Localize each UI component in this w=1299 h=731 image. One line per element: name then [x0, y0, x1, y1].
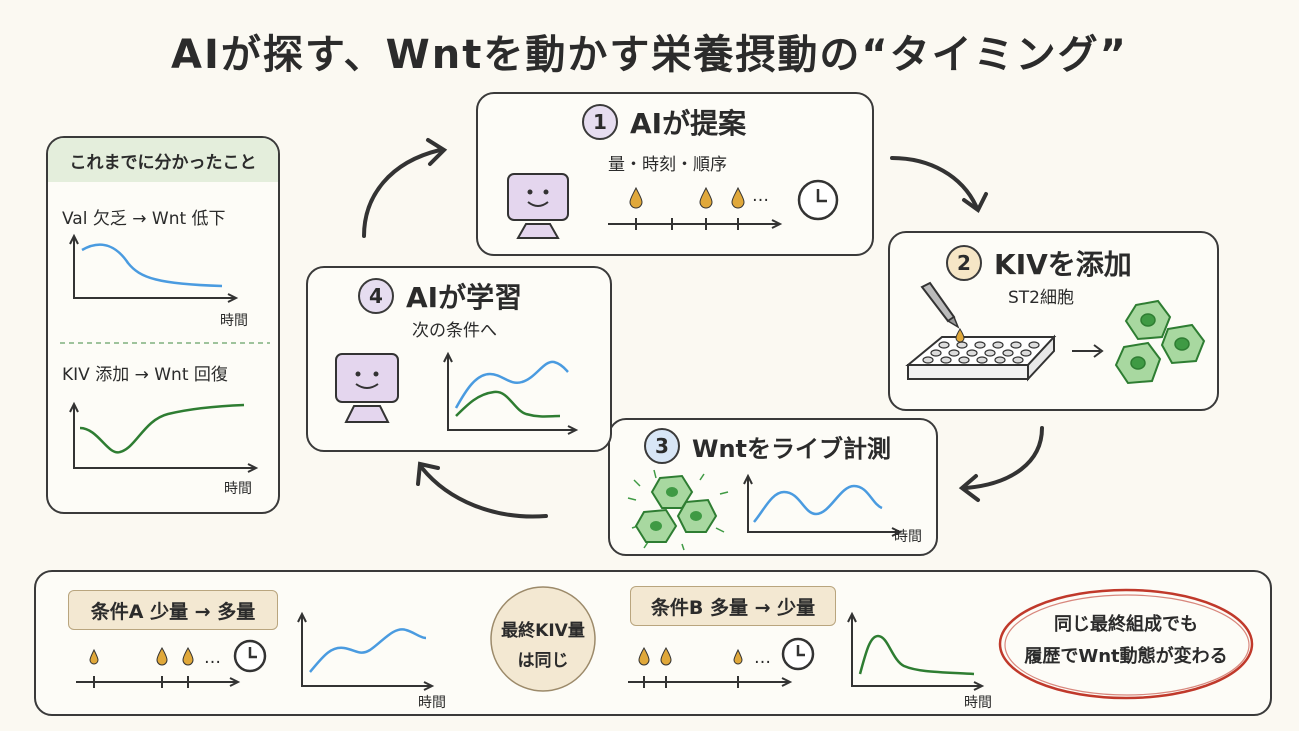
drop-icon [955, 328, 965, 343]
condition-a-chart [297, 611, 435, 691]
finding-val: Val 欠乏 → Wnt 低下 [62, 209, 226, 229]
step1-title: AIが提案 [630, 107, 747, 140]
condition-a-dots: … [204, 648, 221, 668]
step2-subtitle: ST2細胞 [1008, 288, 1074, 308]
step2-number: 2 [946, 245, 982, 281]
wnt-live-chart [743, 473, 903, 537]
computer-icon [507, 173, 569, 239]
center-circle [490, 586, 596, 692]
step2-title: KIVを添加 [994, 248, 1132, 281]
st2-cells-icon [1114, 299, 1206, 385]
axis-label-time: 時間 [418, 695, 446, 711]
axis-label-time: 時間 [964, 695, 992, 711]
well-plate-dropper [905, 281, 1057, 382]
clock-icon [797, 179, 839, 221]
condition-a-tag: 条件A 少量 → 多量 [68, 590, 278, 630]
drop-icon [731, 186, 745, 209]
dose-timeline [608, 186, 783, 230]
step4-subtitle: 次の条件へ [412, 321, 497, 341]
drop-icon [629, 186, 643, 209]
condition-b-dots: … [754, 648, 771, 668]
step3-title: Wntをライブ計測 [692, 434, 892, 463]
step1-number: 1 [582, 104, 618, 140]
clock-icon [781, 637, 815, 671]
arrow-icon [1072, 344, 1104, 358]
step4-box: 4 AIが学習 次の条件へ [306, 266, 612, 452]
drop-icon [182, 646, 194, 666]
comparison-panel: 条件A 少量 → 多量 … 時間 最終KIV量 は同じ 条件B 多量 → 少量 … [34, 570, 1272, 716]
drop-icon [156, 646, 168, 666]
center-text-line1: 最終KIV量 [501, 621, 585, 641]
center-text-line2: は同じ [517, 651, 569, 671]
step4-number: 4 [358, 278, 394, 314]
red-highlight-ellipse [998, 588, 1254, 700]
step1-subtitle: 量・時刻・順序 [608, 155, 727, 175]
step1-dots: … [752, 186, 769, 206]
drop-icon [638, 646, 650, 666]
glowing-cells-icon [627, 469, 729, 551]
kiv-recovery-curve [79, 403, 245, 454]
note-line2: 履歴でWnt動態が変わる [1024, 646, 1228, 667]
drop-icon [89, 648, 99, 665]
condition-a-timeline [76, 646, 241, 688]
val-wnt-chart [60, 233, 270, 473]
step3-number: 3 [644, 428, 680, 464]
step2-box: 2 KIVを添加 ST2細胞 [888, 231, 1219, 411]
page-title: AIが探す、Wntを動かす栄養摂動の“タイミング” [171, 32, 1128, 78]
val-decline-curve [81, 243, 223, 288]
step1-box: 1 AIが提案 量・時刻・順序 … [476, 92, 874, 256]
finding-kiv: KIV 添加 → Wnt 回復 [62, 365, 228, 385]
findings-heading: これまでに分かったこと [48, 138, 278, 182]
step4-title: AIが学習 [406, 281, 523, 314]
drop-icon [699, 186, 713, 209]
condition-b-tag: 条件B 多量 → 少量 [630, 586, 836, 626]
computer-icon [335, 353, 399, 423]
findings-panel: これまでに分かったこと Val 欠乏 → Wnt 低下 時間 KIV 添加 → … [46, 136, 280, 514]
axis-label-time: 時間 [220, 313, 248, 329]
clock-icon [233, 639, 267, 673]
note-line1: 同じ最終組成でも [1054, 614, 1198, 635]
drop-icon [733, 648, 743, 665]
learning-chart [443, 351, 579, 435]
axis-label-time: 時間 [894, 529, 922, 545]
axis-label-time: 時間 [224, 481, 252, 497]
drop-icon [660, 646, 672, 666]
condition-b-chart [847, 611, 985, 691]
step3-box: 3 Wntをライブ計測 時間 [608, 418, 938, 556]
condition-b-timeline [628, 646, 793, 688]
